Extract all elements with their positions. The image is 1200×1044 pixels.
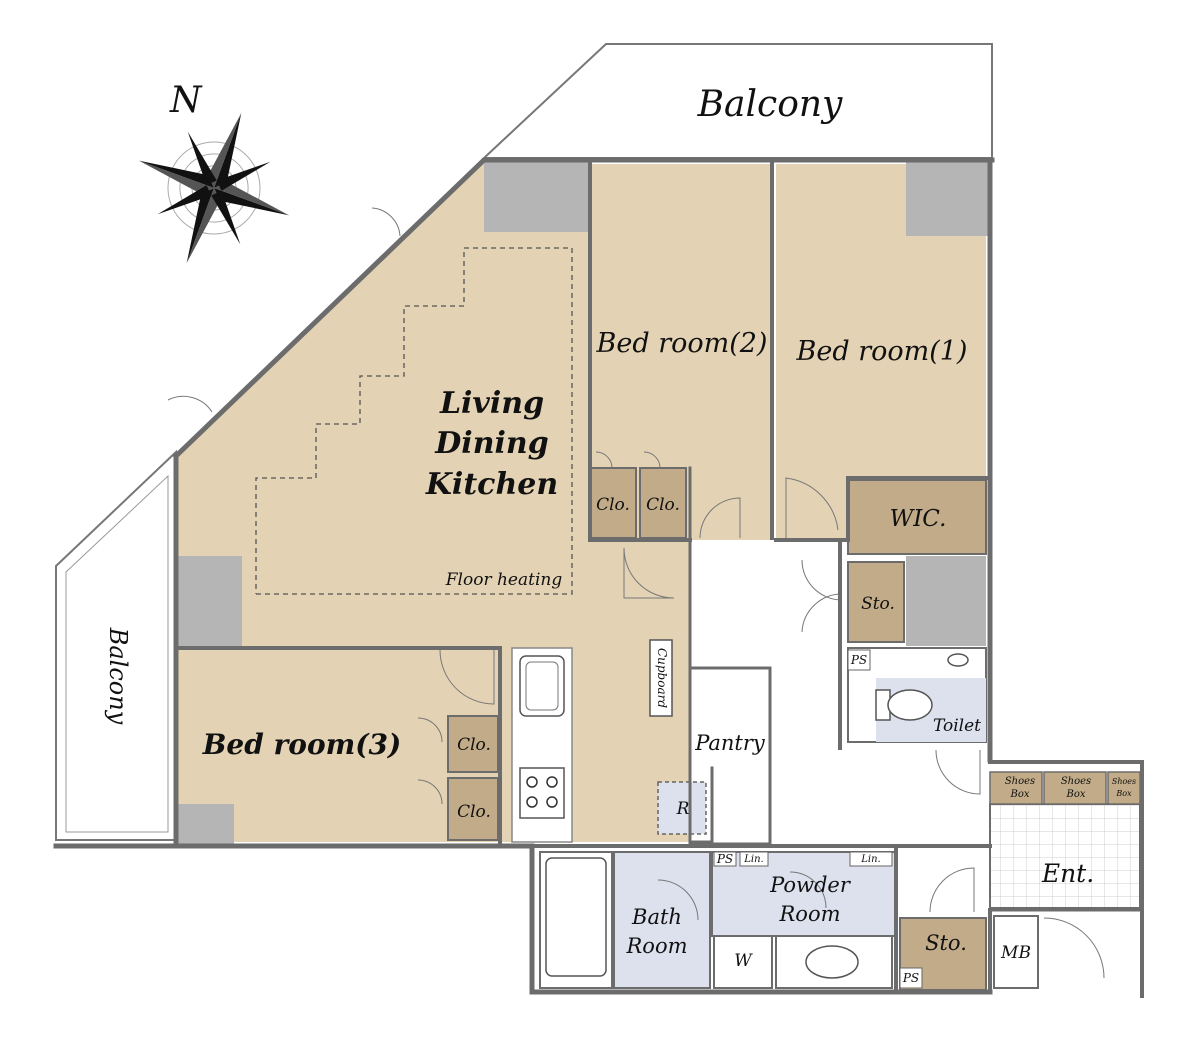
storage-label: Sto. [861,594,895,614]
shoes-box-label-line1: Shoes [1061,776,1091,787]
cupboard-label: Cupboard [655,648,669,708]
closet-label: Clo. [596,495,630,515]
ps-label: PS [850,653,867,667]
bedroom-1-label: Bed room(1) [796,336,968,367]
refrigerator-label: R [676,799,690,819]
north-label: N [169,80,203,121]
bath-room-label-line1: Bath [631,905,682,929]
compass-rose-icon [138,112,290,264]
balcony-top-label: Balcony [697,84,843,125]
shoes-box-label-line2: Box [1009,789,1029,800]
closet-label: Clo. [457,802,491,822]
linen-label: Lin. [743,854,763,865]
bedroom-3-label: Bed room(3) [202,728,402,761]
storage-label: Sto. [925,931,967,955]
powder-room-label-line2: Room [778,902,840,926]
toilet-label: Toilet [933,716,981,736]
shoes-box-label-line2: Box [1115,789,1132,798]
floor-heating-label: Floor heating [445,570,563,590]
washer-label: W [734,951,753,971]
closet-label: Clo. [457,735,491,755]
fixtures [519,639,969,989]
closet-label: Clo. [646,495,680,515]
ldk-label-line3: Kitchen [425,467,558,502]
ps-label: PS [716,852,733,866]
ldk-label-line1: Living [439,386,544,421]
balcony-left-label: Balcony [104,627,132,725]
mb-label: MB [1000,943,1031,963]
doors [167,207,1105,979]
entrance-label: Ent. [1041,859,1094,888]
shoes-box-label-line1: Shoes [1112,777,1136,786]
ps-label: PS [902,971,919,985]
ldk-label-line2: Dining [434,426,548,461]
bath-room-label-line2: Room [625,934,687,958]
powder-room-label-line1: Powder [769,873,852,897]
shoes-box-label-line2: Box [1065,789,1085,800]
balcony-left [55,449,177,841]
floor-heating-zone [255,247,573,595]
linen-label: Lin. [860,854,880,865]
bedroom-2-label: Bed room(2) [596,328,768,359]
structural-columns [176,160,988,844]
shoes-box-label-line1: Shoes [1005,776,1035,787]
pantry-label: Pantry [694,731,766,755]
walls [53,157,1144,998]
wic-label: WIC. [890,506,947,532]
